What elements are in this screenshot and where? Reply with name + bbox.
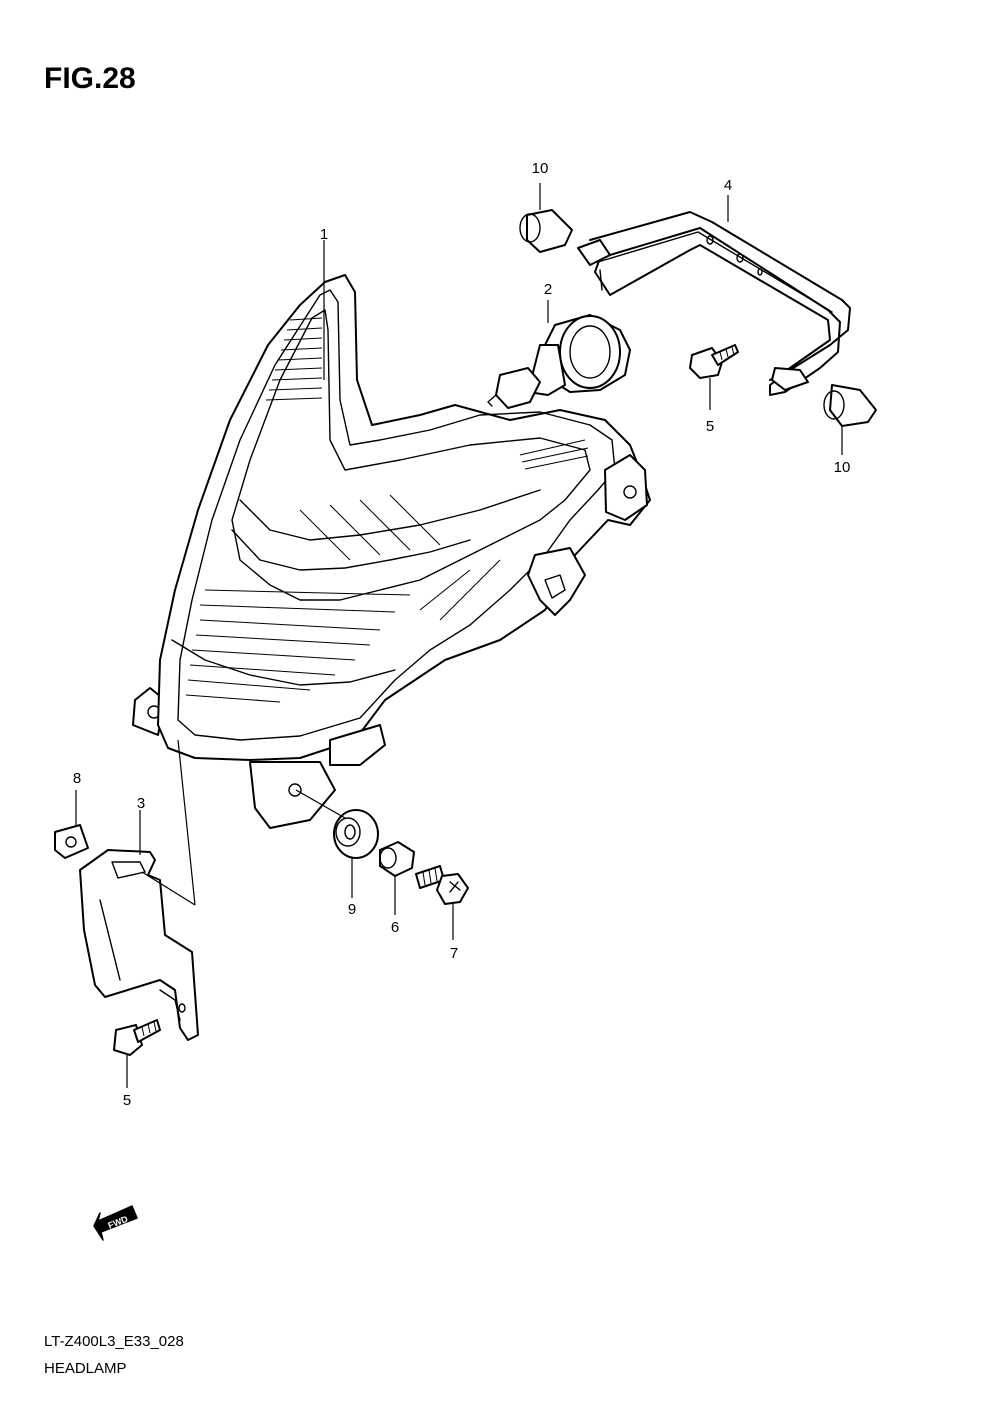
- model-code: LT-Z400L3_E33_028: [44, 1333, 184, 1350]
- collar-part-10-upper: [519, 209, 573, 253]
- callout-10-lower: 10: [834, 459, 851, 476]
- callout-9: 9: [348, 901, 356, 918]
- forward-arrow-icon: FWD: [93, 1205, 138, 1241]
- callout-6: 6: [391, 919, 399, 936]
- callout-7: 7: [450, 945, 458, 962]
- bulb-part-2: [487, 314, 631, 409]
- bolt-part-5-upper: [689, 344, 739, 379]
- callout-3: 3: [137, 795, 145, 812]
- side-bracket-part-3: [79, 849, 199, 1041]
- bracket-part-4: [577, 211, 851, 396]
- section-name: HEADLAMP: [44, 1360, 127, 1377]
- callout-2: 2: [544, 281, 552, 298]
- leader-lines: [75, 183, 843, 1088]
- callout-8: 8: [73, 770, 81, 787]
- figure-title: FIG.28: [44, 62, 136, 95]
- callout-5-lower: 5: [123, 1092, 131, 1109]
- bolt-part-5-lower: [113, 1019, 161, 1056]
- collar-part-6: [379, 841, 415, 877]
- callout-1: 1: [320, 226, 328, 243]
- callout-4: 4: [724, 177, 732, 194]
- callout-10-upper: 10: [532, 160, 549, 177]
- nut-part-8: [54, 824, 89, 859]
- collar-part-10-lower: [823, 384, 877, 427]
- callout-5-upper: 5: [706, 418, 714, 435]
- grommet-part-9: [333, 809, 379, 859]
- headlamp-housing-part-1: [132, 274, 651, 829]
- screw-part-7: [415, 865, 469, 905]
